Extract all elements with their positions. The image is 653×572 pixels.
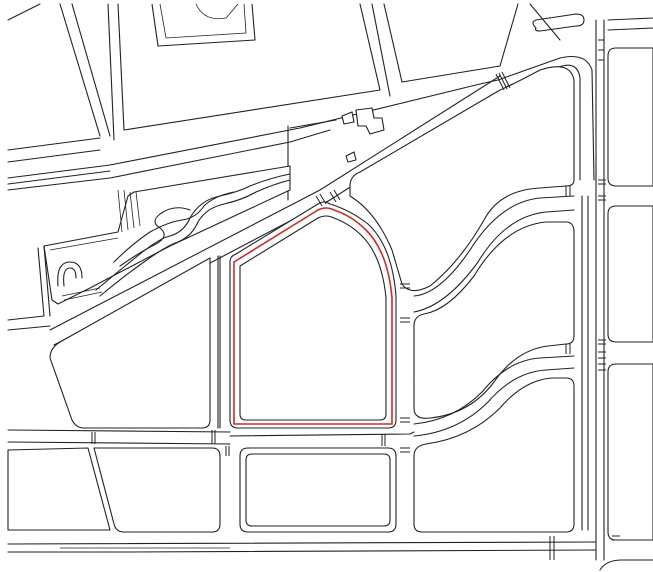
diagonal-long-road-upper	[49, 75, 501, 331]
right-block-1	[607, 47, 653, 187]
crosswalks	[91, 39, 620, 560]
small-building-3	[345, 151, 357, 163]
crosswalk-center-top	[315, 189, 341, 207]
central-block-outer	[229, 201, 397, 429]
bottom-left-block	[7, 447, 111, 531]
upper-road-line-6	[371, 3, 519, 97]
left-vertical-road	[217, 255, 221, 429]
winding-path-2	[99, 179, 291, 297]
crosswalk-east-2	[400, 417, 410, 453]
upper-road-line-3	[7, 137, 101, 163]
left-triangle-block	[7, 255, 221, 429]
bottom-block-3	[239, 447, 397, 533]
top-square-curve	[195, 3, 239, 20]
small-building-2	[355, 107, 385, 135]
curved-block-outline	[349, 66, 575, 292]
crosswalk-right-1	[598, 39, 606, 185]
bottom-block-4	[413, 377, 575, 533]
bottom-right-curve	[599, 559, 653, 571]
top-right-arc-road	[497, 55, 595, 181]
crosswalk-top-right	[495, 71, 511, 91]
crosswalk-bottom-right	[549, 535, 620, 560]
upper-road-line-1	[7, 3, 41, 21]
top-square-block	[151, 3, 256, 47]
bottom-block-2	[93, 447, 221, 533]
central-block-inner	[239, 215, 387, 421]
upper-road-line-7	[529, 3, 561, 41]
diagonal-road-upper-edge	[7, 79, 499, 179]
building-lot-outline	[287, 119, 337, 201]
right-vertical-road-a	[595, 19, 605, 561]
curved-road-lower	[413, 355, 575, 437]
curved-road-outer	[413, 195, 575, 313]
park-left-edge	[37, 245, 51, 317]
park-boundary	[43, 165, 291, 305]
park-area	[37, 165, 291, 317]
right-blocks	[581, 17, 653, 561]
right-top-road	[607, 17, 653, 31]
park-short-path	[61, 287, 103, 301]
crosswalk-right-3	[565, 344, 606, 371]
highlighted-block-outline	[233, 207, 393, 425]
upper-road-line-5	[107, 3, 115, 141]
bottom-blocks	[7, 377, 653, 571]
crosswalk-right-2	[565, 186, 606, 345]
crosswalk-left-mid	[91, 430, 216, 444]
triangle-block-outline	[49, 257, 211, 429]
curved-east-block	[349, 66, 575, 437]
bottom-block-3-inner	[245, 453, 391, 527]
small-building-1	[341, 111, 355, 125]
right-block-3	[607, 363, 653, 541]
park-parallel-paths	[117, 189, 141, 233]
park-hook-path	[57, 261, 83, 287]
upper-road-line-2	[59, 3, 111, 137]
park-inner-edge	[49, 237, 119, 251]
central-arched-block	[229, 201, 397, 429]
crosswalk-east-1	[400, 283, 410, 323]
top-square-inner	[159, 3, 247, 39]
winding-path-4	[119, 207, 191, 267]
diagonal-road-mid-line	[7, 170, 111, 185]
bottom-horizontal-road-1	[7, 429, 231, 445]
right-block-2	[607, 205, 653, 343]
left-side-road	[7, 315, 51, 331]
upper-left-street-grid	[7, 3, 585, 163]
upper-road-line-4	[117, 3, 381, 131]
bottom-horizontal-road-2	[229, 431, 415, 437]
winding-path-3	[113, 191, 235, 263]
crosswalk-center-bottom	[225, 434, 386, 456]
top-pill-shape	[532, 13, 585, 32]
diagonal-road-lower-edge	[7, 129, 331, 191]
far-right-vertical	[581, 195, 589, 531]
bottom-edge-road	[7, 541, 597, 553]
